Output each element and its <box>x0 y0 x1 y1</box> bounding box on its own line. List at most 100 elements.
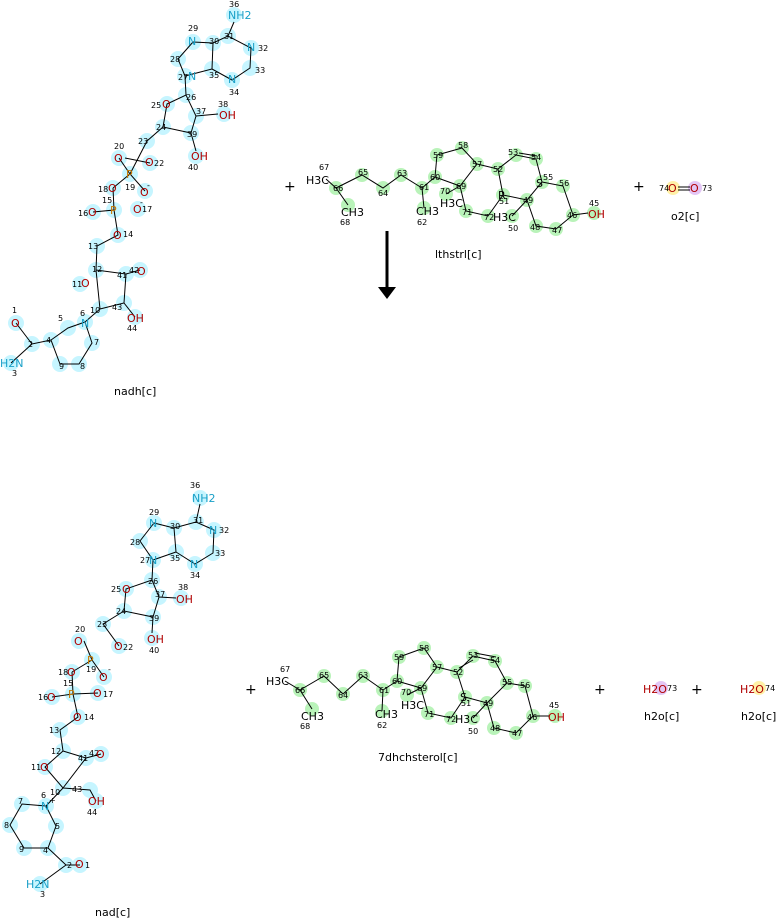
svg-text:57: 57 <box>472 160 482 169</box>
svg-text:O: O <box>96 748 105 761</box>
svg-text:O: O <box>145 156 154 169</box>
svg-text:H3C: H3C <box>306 174 329 187</box>
svg-text:28: 28 <box>170 55 180 64</box>
svg-text:59: 59 <box>394 653 404 662</box>
svg-text:22: 22 <box>123 643 133 652</box>
svg-text:O: O <box>114 152 123 165</box>
svg-text:N: N <box>41 800 49 813</box>
svg-text:6: 6 <box>80 309 85 318</box>
svg-text:O: O <box>40 761 49 774</box>
svg-text:OH: OH <box>88 795 105 808</box>
svg-text:22: 22 <box>154 159 164 168</box>
svg-text:57: 57 <box>432 663 442 672</box>
svg-text:28: 28 <box>130 538 140 547</box>
svg-text:-: - <box>108 665 111 674</box>
lthstrl-atom-labels: 67 H3C 66 CH3 68 65 64 63 61 CH3 62 60 5… <box>306 141 605 235</box>
svg-text:55: 55 <box>543 173 553 182</box>
svg-text:47: 47 <box>552 226 562 235</box>
svg-text:46: 46 <box>527 713 537 722</box>
svg-text:36: 36 <box>190 481 200 490</box>
svg-text:34: 34 <box>229 88 239 97</box>
svg-text:O: O <box>11 317 20 330</box>
svg-text:29: 29 <box>188 24 198 33</box>
svg-text:31: 31 <box>193 516 203 525</box>
svg-text:65: 65 <box>358 168 368 177</box>
svg-text:41: 41 <box>78 754 88 763</box>
svg-text:34: 34 <box>190 571 200 580</box>
svg-text:H3C: H3C <box>455 713 478 726</box>
svg-text:68: 68 <box>300 722 310 731</box>
svg-text:27: 27 <box>178 73 188 82</box>
h2o-b-molecule: H2O 74 h2o[c] <box>740 681 776 723</box>
svg-text:N: N <box>228 73 236 86</box>
svg-text:O: O <box>88 206 97 219</box>
svg-text:2: 2 <box>67 861 72 870</box>
svg-text:26: 26 <box>148 577 158 586</box>
svg-text:N: N <box>149 517 157 530</box>
dhchsterol-atom-labels: 67 H3C 66 CH3 68 65 64 63 61 CH3 62 60 5… <box>266 644 565 738</box>
plus-sign: + <box>633 179 645 195</box>
svg-text:4: 4 <box>43 846 48 855</box>
svg-text:5: 5 <box>55 822 60 831</box>
nadh-label: nadh[c] <box>114 385 156 398</box>
svg-text:N: N <box>81 317 89 330</box>
svg-text:37: 37 <box>155 590 165 599</box>
svg-text:H2O: H2O <box>643 683 667 696</box>
svg-text:O: O <box>690 182 699 195</box>
svg-text:CH3: CH3 <box>375 708 398 721</box>
nadh-molecule: 29 N 28 27 N 30 31 36 NH2 N 32 33 N 34 3… <box>0 0 268 398</box>
svg-text:54: 54 <box>490 656 500 665</box>
svg-text:74: 74 <box>659 184 669 193</box>
svg-text:39: 39 <box>149 614 159 623</box>
svg-text:59: 59 <box>433 151 443 160</box>
svg-text:H2N: H2N <box>26 878 50 891</box>
svg-text:73: 73 <box>702 184 712 193</box>
svg-text:3: 3 <box>12 369 17 378</box>
svg-text:55: 55 <box>502 678 512 687</box>
svg-text:48: 48 <box>530 223 540 232</box>
svg-text:68: 68 <box>340 218 350 227</box>
svg-text:32: 32 <box>219 526 229 535</box>
svg-text:60: 60 <box>430 173 440 182</box>
svg-text:23: 23 <box>97 620 107 629</box>
svg-text:13: 13 <box>88 242 98 251</box>
svg-text:72: 72 <box>446 715 456 724</box>
svg-text:65: 65 <box>319 671 329 680</box>
svg-text:64: 64 <box>378 189 388 198</box>
svg-text:N: N <box>190 558 198 571</box>
dhchsterol-highlights <box>293 641 562 740</box>
svg-text:OH: OH <box>191 150 208 163</box>
svg-text:6: 6 <box>41 791 46 800</box>
svg-text:O: O <box>74 635 83 648</box>
svg-text:5: 5 <box>58 314 63 323</box>
svg-text:25: 25 <box>151 101 161 110</box>
svg-text:S: S <box>460 691 467 704</box>
svg-text:O: O <box>114 640 123 653</box>
svg-text:N: N <box>188 70 196 83</box>
svg-text:49: 49 <box>523 196 533 205</box>
svg-text:O: O <box>99 671 108 684</box>
svg-text:29: 29 <box>149 508 159 517</box>
svg-text:1: 1 <box>85 861 90 870</box>
lthstrl-label: lthstrl[c] <box>435 248 482 261</box>
svg-text:H2O: H2O <box>740 683 764 696</box>
svg-text:H3C: H3C <box>440 197 463 210</box>
svg-text:O: O <box>75 858 84 871</box>
svg-text:13: 13 <box>49 726 59 735</box>
svg-text:12: 12 <box>92 265 102 274</box>
dhchsterol-label: 7dhchsterol[c] <box>378 751 457 764</box>
o2-label: o2[c] <box>671 210 699 223</box>
svg-text:47: 47 <box>512 729 522 738</box>
svg-text:63: 63 <box>358 671 368 680</box>
svg-text:44: 44 <box>127 324 137 333</box>
svg-text:67: 67 <box>280 665 290 674</box>
svg-text:67: 67 <box>319 163 329 172</box>
svg-text:36: 36 <box>229 0 239 9</box>
svg-text:58: 58 <box>458 141 468 150</box>
svg-text:35: 35 <box>170 554 180 563</box>
svg-text:66: 66 <box>333 184 343 193</box>
svg-text:53: 53 <box>468 651 478 660</box>
svg-text:61: 61 <box>419 183 429 192</box>
svg-text:62: 62 <box>377 721 387 730</box>
svg-text:H3C: H3C <box>266 675 289 688</box>
